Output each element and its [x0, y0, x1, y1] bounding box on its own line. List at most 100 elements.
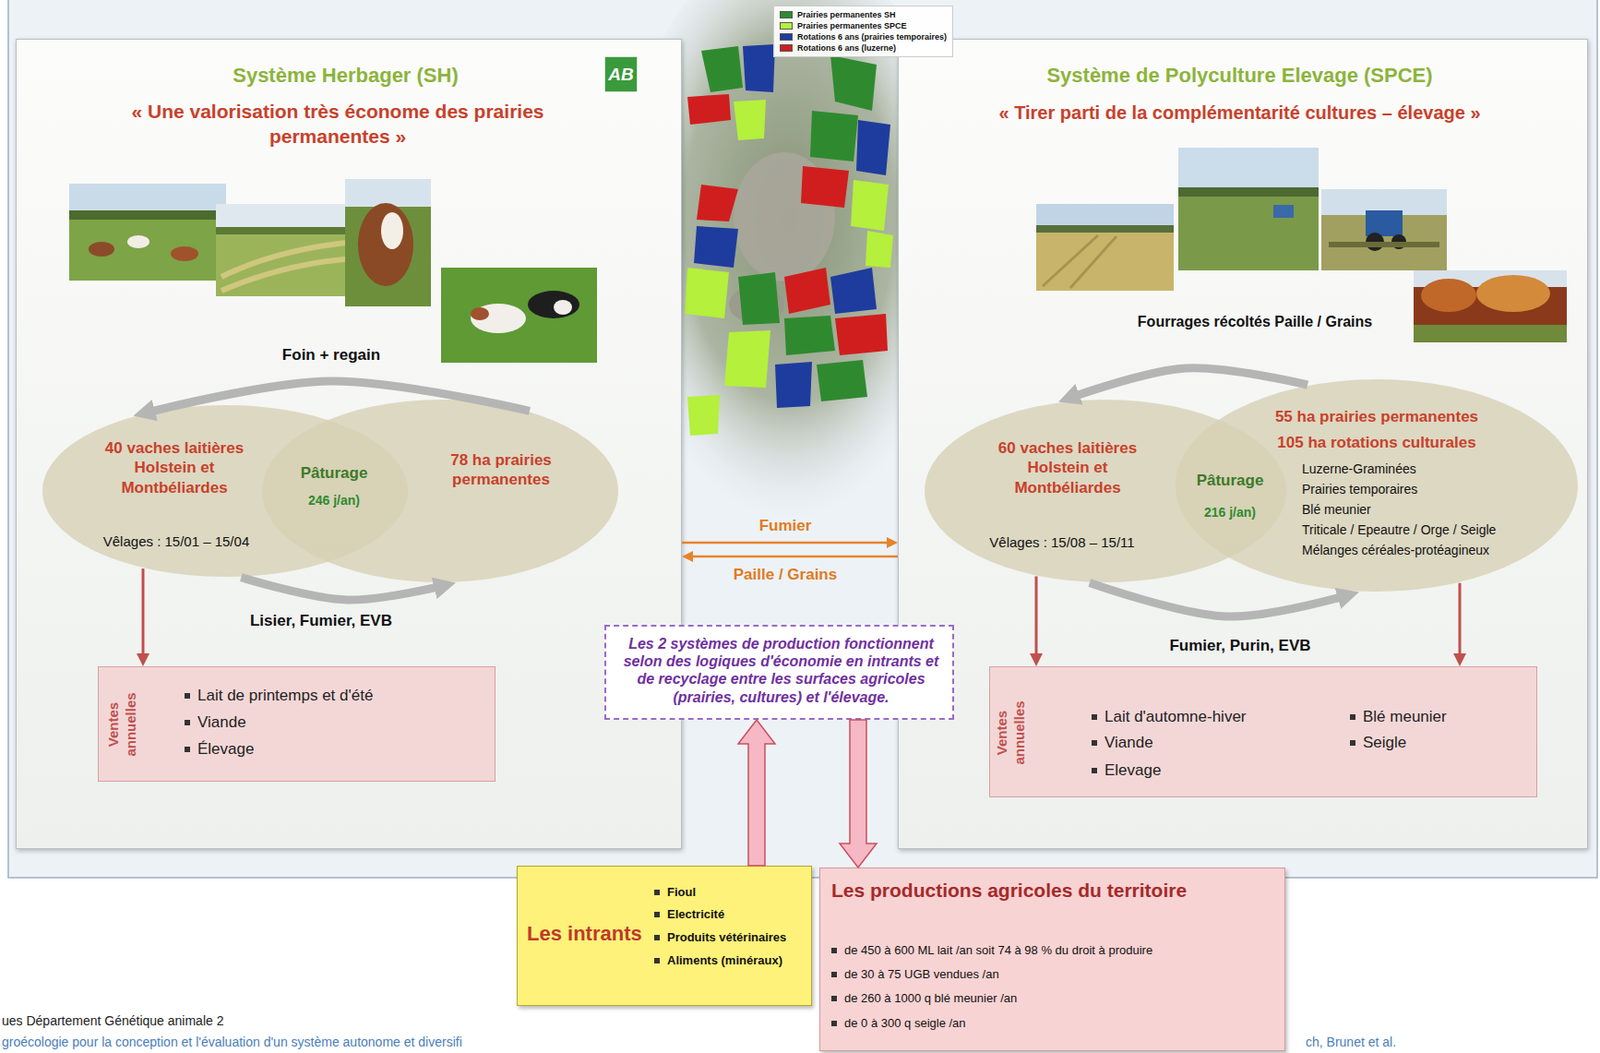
footer-text: groécologie pour la conception et l'éval…: [1, 1034, 463, 1050]
photo-field: [1178, 147, 1319, 271]
aerial-map: [830, 267, 877, 314]
aerial-map: [742, 44, 776, 93]
vertical-heading: Ventes annuelles: [992, 691, 1028, 775]
node-text: Blé meunier: [1301, 501, 1372, 517]
grazing-label: 216 j/an): [1204, 504, 1256, 520]
photo-tractor: [1328, 241, 1440, 248]
photo-cow: [345, 179, 431, 307]
photo-field: [1178, 147, 1319, 190]
photo-cows: [170, 246, 199, 262]
legend-swatch: [779, 33, 793, 41]
list-item: de 30 à 75 UGB vendues /an: [844, 967, 1000, 981]
flow-label: Paille / Grains: [730, 565, 840, 585]
node-text: Système de Polyculture Elevage (SPCE): [898, 63, 1581, 88]
legend-text: Prairies permanentes SPCE: [797, 21, 908, 31]
flow-label: Fumier: [756, 516, 815, 536]
node-text: Vêlages : 15/01 – 15/04: [74, 533, 278, 550]
node-text: 78 ha prairies permanentes: [431, 450, 571, 490]
photo-cows: [88, 241, 115, 257]
legend-text: Rotations 6 ans (prairies temporaires): [797, 32, 947, 42]
node-text: Luzerne-Graminées: [1301, 461, 1417, 477]
aerial-map: [810, 110, 859, 162]
ellipse-shape: [262, 399, 619, 583]
list-item: Lait de printemps et d'été: [197, 686, 373, 705]
photo-herd: [441, 267, 598, 363]
legend-text: Prairies permanentes SH: [797, 10, 896, 20]
photo-herd: [470, 303, 526, 334]
legend-row: Rotations 6 ans (luzerne): [779, 42, 947, 54]
list-item: Aliments (minéraux): [667, 953, 783, 968]
aerial-map: [816, 359, 868, 402]
photo-herd: [527, 290, 580, 319]
legend-swatch: [779, 11, 793, 19]
flow-arrow: [240, 577, 456, 600]
photo-forest: [1413, 270, 1567, 343]
node-text: Les productions agricoles du territoire: [831, 879, 1187, 902]
node-text: Les 2 systèmes de production fonctionnen…: [617, 634, 945, 706]
flow-arrow: [1458, 583, 1462, 667]
flow-label: Foin + regain: [279, 346, 383, 365]
legend-row: Rotations 6 ans (prairies temporaires): [779, 31, 947, 43]
photo-forest: [1413, 270, 1567, 287]
photo-herd: [553, 299, 573, 315]
flow-arrow: [1035, 575, 1039, 667]
logo-text: AB: [608, 64, 633, 85]
list-item: de 450 à 600 ML lait /an soit 74 à 98 % …: [844, 943, 1153, 957]
list-item: Electricité: [667, 907, 725, 921]
node-text: 105 ha rotations culturales: [1238, 432, 1516, 453]
frame: [8, 0, 1598, 878]
photo-forest: [1413, 324, 1567, 343]
photo-field: [1178, 147, 1319, 271]
aerial-map: [738, 272, 780, 325]
aerial-map: [728, 286, 785, 323]
outputs-box: Les productions agricoles du territoire d…: [819, 867, 1286, 1051]
grazing-label: Pâturage: [300, 464, 369, 483]
photo-cows: [69, 210, 227, 220]
flow-arrow: [142, 568, 145, 667]
system-panel: 40 vaches laitières Holstein et Montbéli…: [15, 38, 682, 849]
photo-cows: [127, 235, 150, 249]
footer-text: ch, Brunet et al.: [1305, 1034, 1397, 1050]
land-ellipse: 78 ha prairies permanentes: [261, 398, 620, 584]
node-text: Triticale / Epeautre / Orge / Seigle: [1301, 522, 1496, 538]
sales-box: Ventes annuellesLait d'automne-hiverVian…: [989, 666, 1538, 798]
photo-wheat: [1036, 225, 1174, 233]
aerial-map: [830, 55, 877, 111]
node-text: 40 vaches laitières Holstein et Montbéli…: [86, 438, 263, 498]
list-item: Fioul: [667, 884, 696, 899]
photo-cows: [69, 183, 227, 281]
aerial-map: [835, 313, 888, 356]
legend-swatch: [779, 22, 793, 30]
node-text: « Une valorisation très économe des prai…: [120, 98, 555, 150]
aerial-map: [784, 315, 836, 356]
aerial-map: [850, 179, 889, 231]
flow-label: Fumier, Purin, EVB: [1166, 636, 1314, 656]
aerial-map: [693, 226, 739, 268]
aerial-map: [733, 152, 836, 282]
node-text: Prairies temporaires: [1301, 481, 1418, 497]
aerial-map: [865, 230, 894, 268]
aerial-map: [687, 394, 720, 436]
photo-cow: [381, 212, 404, 250]
photo-cow: [345, 179, 431, 307]
flow-label: Fourrages récoltés Paille / Grains: [1134, 313, 1375, 331]
aerial-map: [701, 46, 743, 93]
block-arrow: [839, 719, 877, 868]
sales-box: Ventes annuellesLait de printemps et d'é…: [97, 666, 496, 782]
block-arrow: [738, 719, 776, 866]
photo-forest: [1420, 278, 1477, 312]
grazing-label: Pâturage: [1196, 471, 1265, 490]
photo-hay: [215, 203, 359, 297]
list-item: Produits vétérinaires: [667, 930, 787, 944]
list-item: Elevage: [1104, 761, 1161, 780]
list-item: de 0 à 300 q seigle /an: [844, 1015, 967, 1030]
photo-tractor: [1365, 232, 1385, 251]
flow-arrow: [1058, 368, 1308, 403]
photo-forest: [1476, 274, 1551, 312]
node-text: 55 ha prairies permanentes: [1238, 406, 1516, 427]
photo-herd: [470, 307, 490, 321]
inputs-box: Les intrantsFioulElectricitéProduits vét…: [516, 865, 812, 1006]
legend-row: Prairies permanentes SPCE: [779, 20, 947, 32]
system-panel: 60 vaches laitières Holstein et Montbéli…: [897, 38, 1589, 849]
node-text: Vêlages : 15/08 – 15/11: [960, 534, 1164, 550]
